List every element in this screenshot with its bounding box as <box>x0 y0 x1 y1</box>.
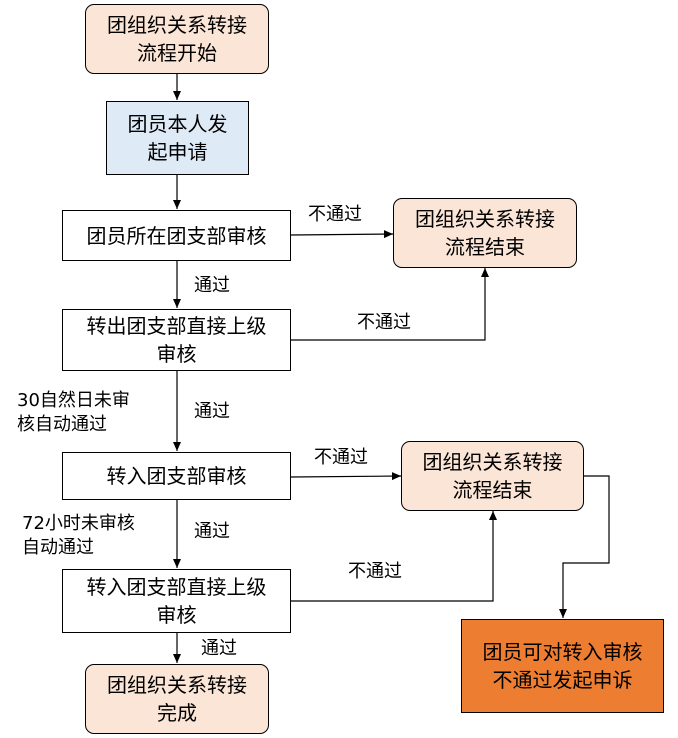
arrow-inupper-to-end2 <box>291 511 497 602</box>
arrow-end2-to-appeal <box>559 475 610 618</box>
arrow-outupper-to-end1 <box>291 268 489 341</box>
branch-review-node: 团员所在团支部审核 <box>62 210 291 261</box>
in-review-node: 转入团支部审核 <box>62 452 291 500</box>
arrow-branch-to-end1 <box>290 230 394 239</box>
label-pass-3: 通过 <box>194 521 230 542</box>
label-pass-1: 通过 <box>194 275 230 296</box>
appeal-node: 团员可对转入审核 不通过发起申诉 <box>461 619 664 713</box>
label-reject-2: 不通过 <box>357 312 411 333</box>
label-pass-2: 通过 <box>194 401 230 422</box>
label-auto-30-days: 30自然日未审 核自动通过 <box>17 390 130 435</box>
complete-node: 团组织关系转接 完成 <box>85 664 269 734</box>
end-node-1: 团组织关系转接 流程结束 <box>393 198 577 268</box>
out-upper-review-node: 转出团支部直接上级 审核 <box>62 309 291 371</box>
label-reject-4: 不通过 <box>348 561 402 582</box>
label-reject-1: 不通过 <box>308 204 362 225</box>
label-pass-4: 通过 <box>201 638 237 659</box>
label-reject-3: 不通过 <box>314 447 368 468</box>
arrow-inreview-to-end2 <box>290 472 402 481</box>
apply-node: 团员本人发 起申请 <box>106 101 249 175</box>
end-node-2: 团组织关系转接 流程结束 <box>401 441 584 511</box>
in-upper-review-node: 转入团支部直接上级 审核 <box>62 569 291 633</box>
start-node: 团组织关系转接 流程开始 <box>85 4 269 74</box>
label-auto-72-hours: 72小时未审核 自动通过 <box>22 513 135 558</box>
